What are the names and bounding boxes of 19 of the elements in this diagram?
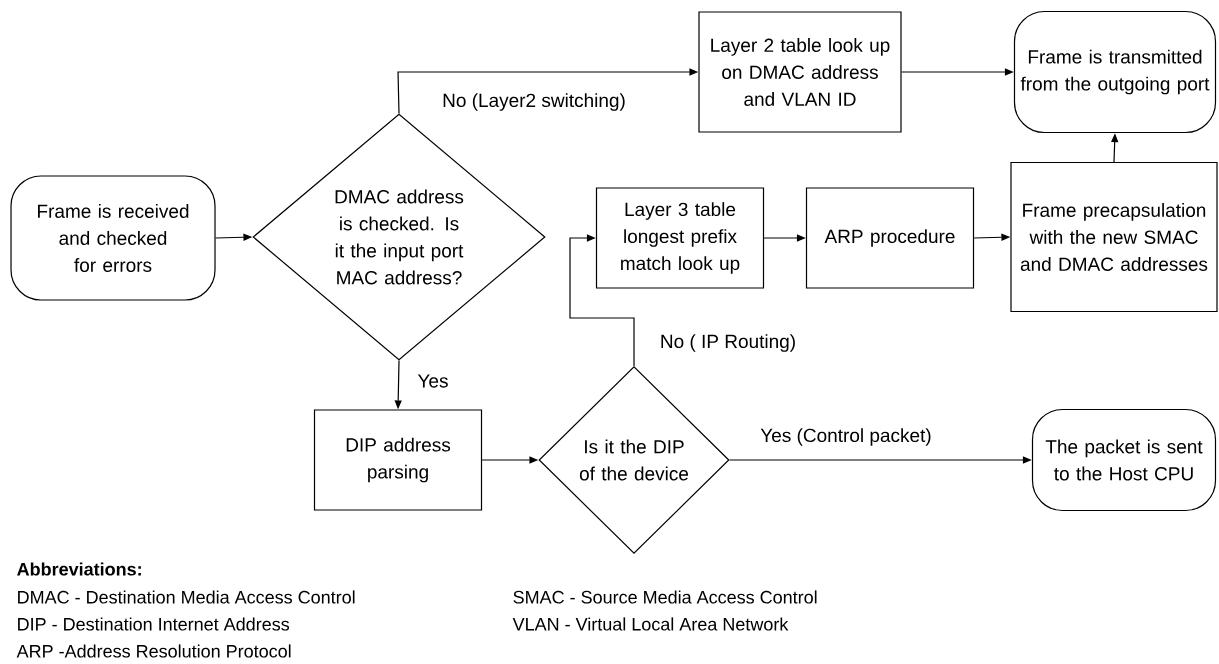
edge-label: No ( IP Routing) bbox=[658, 333, 798, 353]
note-text: ARP -Address Resolution Protocol bbox=[16, 644, 291, 658]
process-box: DIP address parsing bbox=[313, 409, 483, 511]
edge-label: Yes (Control packet) bbox=[759, 427, 933, 447]
edge-label: Yes bbox=[416, 373, 450, 389]
terminal-box: The packet is sent to the Host CPU bbox=[1031, 408, 1217, 512]
terminal-box: Frame is transmitted from the outgoing port bbox=[1013, 10, 1217, 134]
note-text: VLAN - Virtual Local Area Network bbox=[512, 617, 789, 631]
note-text: DIP - Destination Internet Address bbox=[18, 617, 290, 631]
process-box: Layer 3 table longest prefix match look up bbox=[595, 187, 765, 289]
process-box: Layer 2 table look up on DMAC address and VLAN ID bbox=[698, 11, 902, 133]
note-text: SMAC - Source Media Access Control bbox=[513, 590, 817, 604]
process-box: ARP procedure bbox=[805, 187, 975, 289]
heading: Abbreviations: bbox=[17, 562, 141, 576]
note-text: DMAC - Destination Media Access Control bbox=[18, 590, 355, 604]
arrow bbox=[569, 234, 635, 367]
edge-label: No (Layer2 switching) bbox=[441, 92, 627, 112]
process-box: Frame precapsulation with the new SMAC and DMAC addresses bbox=[1010, 161, 1218, 313]
terminal-box: Frame is received and checked for errors bbox=[10, 175, 216, 301]
